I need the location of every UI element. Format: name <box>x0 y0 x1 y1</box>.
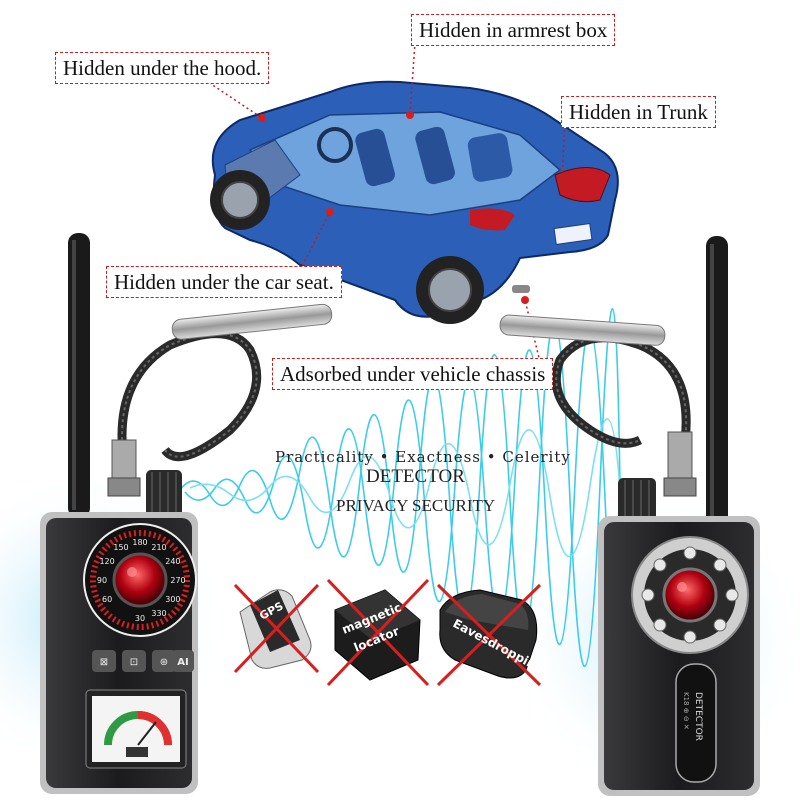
callout-chassis: Adsorbed under vehicle chassis <box>272 358 554 390</box>
dial-number: 150 <box>113 543 128 552</box>
dial-scale: 60 90 120 150 180 210 240 270 300 330 30 <box>97 538 186 623</box>
dial-number: 90 <box>97 576 107 585</box>
prohibited-crosses <box>233 578 542 687</box>
banner-tagline: Practicality • Exactness • Celerity <box>275 448 571 466</box>
dial-number: 270 <box>170 576 185 585</box>
sound-wave <box>179 307 621 668</box>
dial-number: 180 <box>132 538 147 547</box>
dial-number: 30 <box>135 614 145 623</box>
btn-label-1: ⊠ <box>100 657 108 668</box>
callout-hood: Hidden under the hood. <box>55 52 270 84</box>
car-illustration <box>210 80 619 324</box>
dial-number: 210 <box>151 543 166 552</box>
right-device-label: DETECTOR <box>693 692 703 741</box>
right-device-sublabel: K18 ⊕ ⊖ ✕ <box>682 692 690 730</box>
callout-armrest: Hidden in armrest box <box>411 14 616 46</box>
left-detector-device <box>40 233 333 794</box>
dial-number: 120 <box>99 557 114 566</box>
callout-trunk: Hidden in Trunk <box>561 96 716 128</box>
dial-number: 240 <box>165 557 180 566</box>
btn-label-2: ⊡ <box>130 657 138 668</box>
banner-subtitle: PRIVACY SECURITY <box>336 496 496 515</box>
dial-number: 60 <box>102 595 112 604</box>
callout-seat: Hidden under the car seat. <box>106 266 342 298</box>
dial-number: 330 <box>151 609 166 618</box>
dial-number: 300 <box>165 595 180 604</box>
right-detector-device <box>499 236 760 796</box>
banner-title: DETECTOR <box>366 466 465 487</box>
btn-label-3: ⊛ <box>160 657 168 668</box>
btn-label-ai: AI <box>177 657 188 668</box>
